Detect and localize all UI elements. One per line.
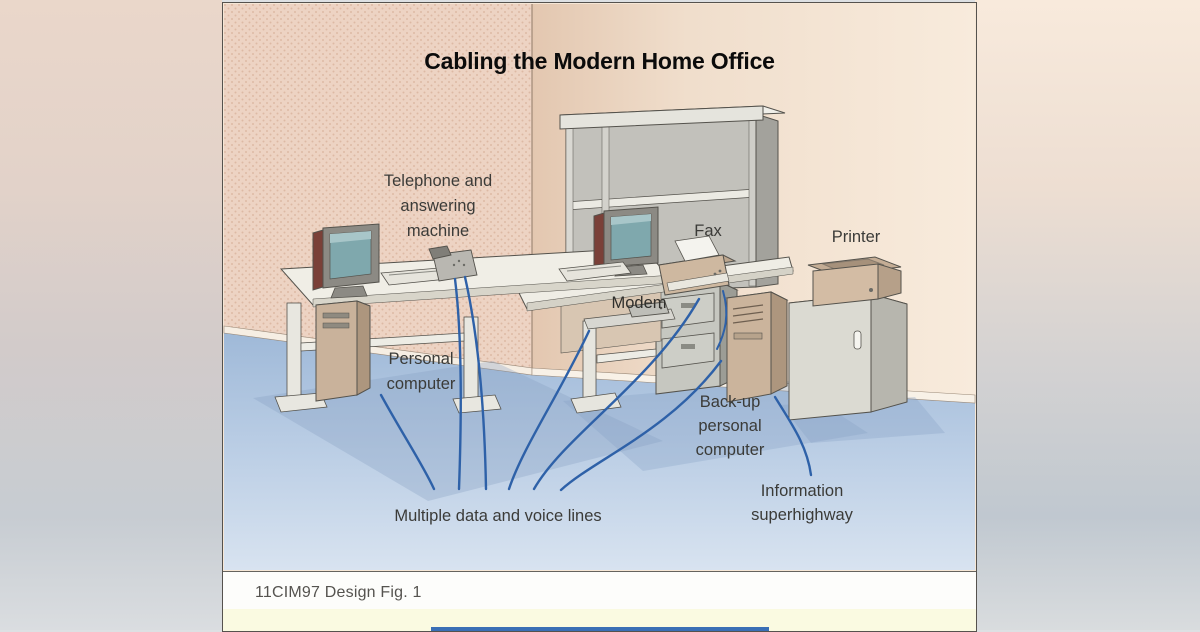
label-modem: Modem	[611, 294, 667, 312]
label-information-superhighway: Information superhighway	[751, 482, 853, 524]
caption-strip	[223, 571, 976, 609]
personal-computer-tower	[315, 300, 371, 402]
cable-fax-drop	[716, 290, 728, 350]
cable-from-phone-2	[463, 275, 488, 491]
home-office-illustration	[223, 3, 976, 571]
bottom-accent-bar	[431, 627, 769, 631]
cable-from-phone-1	[453, 277, 462, 491]
bottom-yellow-strip	[223, 609, 976, 631]
figure-title: Cabling the Modern Home Office	[424, 48, 775, 74]
cables	[379, 275, 813, 492]
cabinet-door-handle	[853, 330, 862, 350]
cable-from-modem	[507, 329, 591, 491]
modem-device	[627, 301, 670, 318]
telephone	[428, 245, 478, 282]
office-scene-drawing	[223, 4, 976, 570]
label-fax: Fax	[694, 222, 722, 240]
label-multiple-data-voice-lines: Multiple data and voice lines	[394, 507, 602, 525]
label-backup-personal-computer: Back-up personal computer	[695, 393, 765, 459]
cable-from-fax	[532, 297, 701, 491]
printer-device	[807, 256, 902, 307]
center-monitor	[593, 206, 659, 277]
cable-from-cabinet	[559, 359, 723, 492]
fax-machine	[657, 235, 737, 296]
center-keyboard	[558, 261, 632, 282]
figure-panel: Cabling the Modern Home Office Telephone…	[222, 2, 977, 632]
left-monitor	[312, 223, 380, 299]
figure-caption: 11CIM97 Design Fig. 1	[255, 584, 422, 601]
label-personal-computer: Personal computer	[386, 350, 456, 393]
label-printer: Printer	[831, 228, 881, 246]
page-margin-left	[0, 0, 222, 630]
floor-shadow-left	[253, 361, 663, 501]
cable-information-superhighway	[773, 395, 813, 477]
printer-cabinet	[788, 293, 908, 421]
label-telephone-answering-machine: Telephone and answering machine	[383, 172, 493, 240]
cable-from-pc	[379, 393, 436, 491]
page-margin-right	[975, 0, 1200, 630]
backup-computer-tower	[725, 291, 789, 403]
